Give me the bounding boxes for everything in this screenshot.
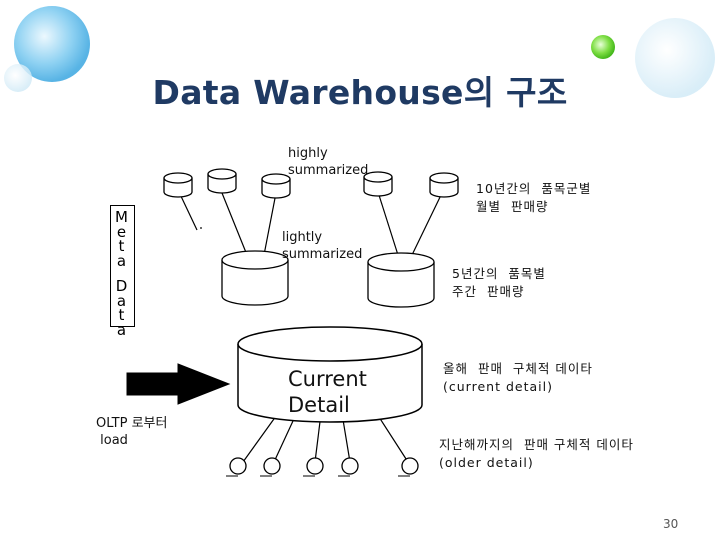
older-detail-note: 지난해까지의 판매 구체적 데이타 (older detail) bbox=[439, 437, 634, 470]
cylinder-small bbox=[363, 171, 393, 197]
connector-line bbox=[221, 192, 248, 256]
bubble-pale-small bbox=[4, 64, 32, 92]
meta-letter: D bbox=[115, 277, 128, 295]
meta-letter: M bbox=[115, 208, 128, 226]
cylinder-medium bbox=[367, 252, 435, 308]
current-detail-line2: Detail bbox=[288, 393, 350, 417]
older-detail-store bbox=[263, 457, 281, 475]
older-detail-store bbox=[341, 457, 359, 475]
cylinder-small bbox=[207, 168, 237, 194]
monthly-sales-note: 10년간의 품목군별 월별 판매량 bbox=[476, 181, 592, 214]
cylinder-small bbox=[429, 172, 459, 198]
meta-letter: a bbox=[116, 320, 127, 339]
bubble-blue-large bbox=[14, 6, 90, 82]
stray-dot bbox=[200, 227, 202, 229]
cylinder-small bbox=[163, 172, 193, 198]
connector-line bbox=[263, 192, 277, 256]
oltp-load-label: OLTP 로부터 load bbox=[96, 416, 168, 448]
current-detail-note: 올해 판매 구체적 데이타 (current detail) bbox=[443, 361, 593, 394]
page-number: 30 bbox=[663, 517, 679, 531]
meta-data-label: M e t a D a t a bbox=[110, 210, 133, 337]
highly-summarized-label: highly summarized bbox=[288, 146, 369, 178]
connector-line bbox=[411, 192, 443, 256]
older-detail-store bbox=[306, 457, 324, 475]
meta-letter: a bbox=[116, 291, 127, 310]
meta-letter: e bbox=[116, 222, 127, 241]
connector-line bbox=[377, 191, 399, 256]
highly-summarized-cylinders bbox=[163, 168, 459, 199]
load-arrow bbox=[126, 363, 231, 405]
meta-letter: t bbox=[118, 237, 125, 255]
meta-letter: t bbox=[118, 306, 125, 324]
page-title: Data Warehouse의 구조 bbox=[152, 73, 568, 112]
older-detail-store bbox=[401, 457, 419, 475]
bubble-green-small bbox=[591, 35, 615, 59]
connector-line bbox=[178, 191, 198, 231]
meta-letter: a bbox=[116, 251, 127, 270]
bubble-pale-large bbox=[635, 18, 715, 98]
cylinder-small bbox=[261, 173, 291, 199]
lightly-summarized-label: lightly summarized bbox=[282, 230, 363, 262]
older-detail-store bbox=[229, 457, 247, 475]
cylinder-medium bbox=[221, 250, 289, 306]
current-detail-cylinder bbox=[237, 326, 423, 423]
meta-data-box bbox=[110, 205, 135, 327]
older-detail-circles bbox=[229, 457, 419, 475]
lightly-summarized-cylinders bbox=[221, 250, 435, 308]
weekly-sales-note: 5년간의 품목별 주간 판매량 bbox=[452, 266, 546, 299]
current-detail-line1: Current bbox=[288, 367, 367, 391]
